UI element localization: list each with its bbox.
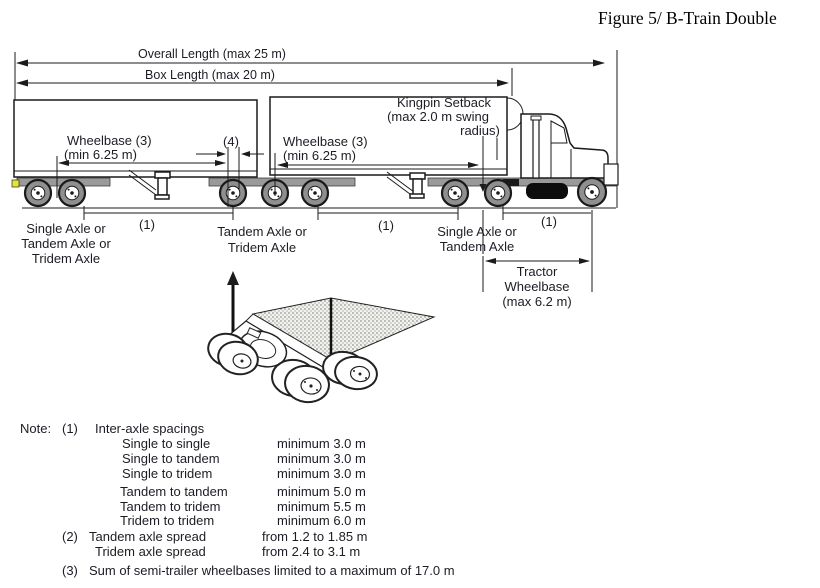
tractor-wheelbase-label-1: Tractor [517,264,558,279]
rear-axle-label-2: Tandem Axle or [21,236,111,251]
note3-text: Sum of semi-trailer wheelbases limited t… [89,563,455,578]
dimension-ref4: (4) [196,134,264,207]
note1-row-value: minimum 5.5 m [277,499,366,514]
note1-row-value: minimum 3.0 m [277,436,366,451]
exhaust-cap [530,115,542,121]
middle-axle-label-1: Tandem Axle or [217,224,307,239]
road-wheels [23,176,608,208]
dimension-tractor-wheelbase: Tractor Wheelbase (max 6.2 m) [482,256,590,309]
inset-wheel-left [207,332,259,376]
pointer-arrow [227,271,239,333]
note2-row-value: from 2.4 to 3.1 m [262,544,360,559]
wheel [218,178,248,208]
ref1-right-label: (1) [541,214,557,229]
note2-ref: (2) [62,529,78,544]
note2-row-label: Tridem axle spread [95,544,206,559]
ref1-left-label: (1) [139,217,155,232]
note2-row-label: Tandem axle spread [89,529,206,544]
dimension-rear-wheelbase: Wheelbase (3) (min 6.25 m) [56,133,226,198]
ref4-label: (4) [223,134,239,149]
tractor-wheelbase-label-2: Wheelbase [504,279,569,294]
rear-wheelbase-label-1: Wheelbase (3) [67,133,152,148]
lead-trailer-landing-gear [386,171,426,199]
box-length-label: Box Length (max 20 m) [145,68,275,82]
note1-row-label: Single to tridem [122,466,212,481]
lead-wheelbase-label-1: Wheelbase (3) [283,134,368,149]
lead-wheelbase-label-2: (min 6.25 m) [283,148,356,163]
axle-label-middle-group: Tandem Axle or Tridem Axle [217,224,307,255]
tractor-cab-body [520,113,609,179]
note1-row-label: Tandem to tridem [120,499,220,514]
note1-row-label: Single to single [122,436,210,451]
inset-wheel-bottom [271,358,330,404]
kingpin-setback-label-2: (max 2.0 m swing [387,109,489,124]
wheel [483,178,513,208]
dimension-spacing-right: (1) [482,206,593,292]
note1-ref: (1) [62,421,78,436]
axle-label-tractor-group: Single Axle or Tandem Axle [437,224,517,254]
note1-row-value: minimum 3.0 m [277,466,366,481]
note1-row-label: Tandem to tandem [120,484,228,499]
note3-ref: (3) [62,563,78,578]
rear-marker-lamp [11,179,20,188]
notes-block: Note: (1) Inter-axle spacings Single to … [20,421,455,578]
note1-row-value: minimum 6.0 m [277,513,366,528]
rear-axle-label-1: Single Axle or [26,221,106,236]
front-bumper [603,163,619,186]
note1-title: Inter-axle spacings [95,421,205,436]
wheel-steer [576,176,608,208]
wheel [57,178,87,208]
inset-wheel-right [322,350,378,391]
notes-heading: Note: [20,421,51,436]
tractor-wheelbase-label-3: (max 6.2 m) [502,294,571,309]
dimension-overall-length: Overall Length (max 25 m) [14,47,618,208]
axle-label-rear-group: Single Axle or Tandem Axle or Tridem Axl… [21,221,111,266]
fifth-wheel-inset [207,297,436,404]
note1-row-label: Tridem to tridem [120,513,214,528]
note1-row-value: minimum 3.0 m [277,451,366,466]
kingpin-setback-label-1: Kingpin Setback [397,95,491,110]
tractor [427,113,619,199]
tractor-axle-label-2: Tandem Axle [440,239,514,254]
kingpin-setback-label-3: radius) [460,123,500,138]
dimension-spacing-mid: (1) [317,206,459,233]
rear-wheelbase-label-2: (min 6.25 m) [64,147,137,162]
note1-row-label: Single to tandem [122,451,220,466]
middle-axle-label-2: Tridem Axle [228,240,296,255]
wheel [440,178,470,208]
rear-axle-label-3: Tridem Axle [32,251,100,266]
wheel [300,178,330,208]
note2-row-value: from 1.2 to 1.85 m [262,529,368,544]
tractor-axle-label-1: Single Axle or [437,224,517,239]
overall-length-label: Overall Length (max 25 m) [138,47,286,61]
wheel [23,178,53,208]
fuel-tank [526,183,568,199]
dimension-spacing-left: (1) [83,206,234,232]
ref1-mid-label: (1) [378,218,394,233]
figure-title: Figure 5/ B-Train Double [598,8,777,28]
dimension-lead-wheelbase: Wheelbase (3) (min 6.25 m) [274,134,479,196]
rear-trailer-landing-gear [128,169,171,200]
windshield [550,120,568,144]
exhaust-stack [532,118,540,179]
dimension-box-length: Box Length (max 20 m) [16,68,513,96]
note1-row-value: minimum 5.0 m [277,484,366,499]
dimension-kingpin-setback: Kingpin Setback (max 2.0 m swing radius) [387,95,500,192]
